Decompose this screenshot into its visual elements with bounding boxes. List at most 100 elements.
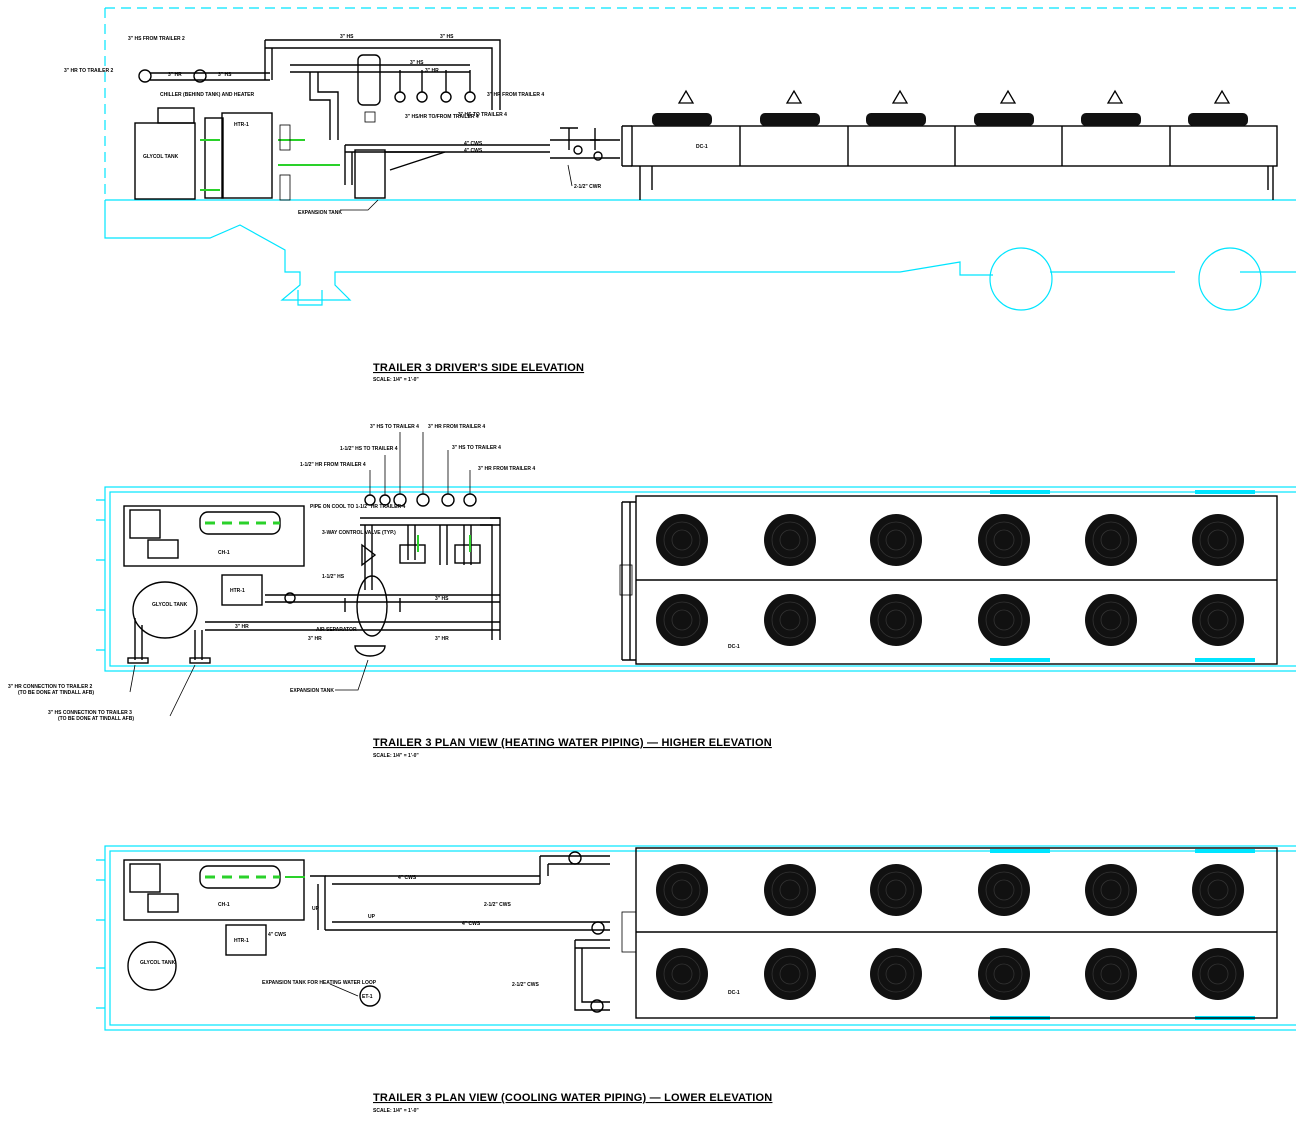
- svg-text:3" HS CONNECTION TO TRAILER 3: 3" HS CONNECTION TO TRAILER 3: [48, 710, 132, 716]
- elevation-scale: SCALE: 1/4" = 1'-0": [373, 377, 419, 383]
- svg-text:2-1/2" CWR: 2-1/2" CWR: [574, 184, 601, 190]
- fan-ring: [771, 955, 809, 993]
- expansion-tank: [354, 645, 386, 657]
- svg-text:2-1/2" CWS: 2-1/2" CWS: [512, 982, 539, 988]
- svg-text:3" HS: 3" HS: [410, 60, 424, 66]
- svg-text:(TO BE DONE AT TINDALL AFB): (TO BE DONE AT TINDALL AFB): [58, 716, 134, 722]
- fan-ring: [771, 521, 809, 559]
- fan-row-elevation: [652, 89, 1248, 126]
- svg-text:2-1/2" CWS: 2-1/2" CWS: [484, 902, 511, 908]
- svg-text:3" HS TO TRAILER 4: 3" HS TO TRAILER 4: [458, 112, 507, 118]
- fan-ring: [671, 963, 693, 985]
- elevation-view: GLYCOL TANK CHILLER (BEHIND TANK) AND HE…: [64, 7, 1296, 311]
- fan-ring: [985, 955, 1023, 993]
- fan-ring: [779, 963, 801, 985]
- svg-text:DC-1: DC-1: [728, 990, 740, 996]
- heater-htr-1: [221, 112, 273, 199]
- svg-text:EXPANSION TANK FOR HEATING WAT: EXPANSION TANK FOR HEATING WATER LOOP: [262, 980, 377, 986]
- svg-text:3" HS TO TRAILER 4: 3" HS TO TRAILER 4: [452, 445, 501, 451]
- fan-ring: [1092, 871, 1130, 909]
- isolation-valve: [138, 69, 152, 83]
- fan-ring: [993, 529, 1015, 551]
- elevation-title: TRAILER 3 DRIVER'S SIDE ELEVATION: [373, 362, 584, 374]
- svg-text:1-1/2" HR FROM TRAILER 4: 1-1/2" HR FROM TRAILER 4: [300, 462, 366, 468]
- fan-housing: [652, 113, 712, 126]
- svg-text:4" CWS: 4" CWS: [464, 141, 483, 147]
- fan-ring: [671, 529, 693, 551]
- heater-htr-1: [221, 574, 263, 606]
- expansion-tank-et-1: [359, 985, 381, 1007]
- fan-ring: [663, 521, 701, 559]
- fan-ring: [779, 609, 801, 631]
- dry-cooler-dc-1: DC-1: [621, 847, 1278, 1019]
- fan-airflow-arrow: [1106, 89, 1124, 104]
- fan-housing: [1188, 113, 1248, 126]
- fan-ring: [1092, 601, 1130, 639]
- dry-cooler-dc-1: DC-1: [619, 495, 1278, 665]
- fan-airflow-arrow: [999, 89, 1017, 104]
- svg-text:1-1/2" HS TO TRAILER 4: 1-1/2" HS TO TRAILER 4: [340, 446, 398, 452]
- svg-text:3" HS: 3" HS: [435, 596, 449, 602]
- fan-ring: [671, 609, 693, 631]
- fan-ring: [877, 601, 915, 639]
- svg-text:CH-1: CH-1: [218, 550, 230, 556]
- svg-text:HTR-1: HTR-1: [234, 938, 249, 944]
- svg-text:3" HR FROM TRAILER 4: 3" HR FROM TRAILER 4: [478, 466, 535, 472]
- fan-ring: [885, 529, 907, 551]
- fan-ring: [1100, 529, 1122, 551]
- fan-ring: [993, 963, 1015, 985]
- fan-airflow-arrow: [785, 89, 803, 104]
- fan-housing: [760, 113, 820, 126]
- fan-ring: [985, 521, 1023, 559]
- heater-htr-1: [225, 924, 267, 956]
- fan-ring: [1092, 955, 1130, 993]
- trailer-wheel: [1198, 247, 1262, 311]
- fan-grid-heating: [656, 514, 1244, 646]
- pipe-hr-to-trailer-2: [150, 72, 270, 81]
- svg-text:4" CWS: 4" CWS: [462, 921, 481, 927]
- fan-ring: [1207, 963, 1229, 985]
- plan-cooling-title: TRAILER 3 PLAN VIEW (COOLING WATER PIPIN…: [373, 1092, 772, 1104]
- fan-ring: [1100, 609, 1122, 631]
- fan-ring: [985, 871, 1023, 909]
- fan-ring: [885, 879, 907, 901]
- fan-ring: [1199, 955, 1237, 993]
- plan-heating-title: TRAILER 3 PLAN VIEW (HEATING WATER PIPIN…: [373, 737, 772, 749]
- fan-ring: [1199, 521, 1237, 559]
- svg-text:3" HS: 3" HS: [218, 72, 232, 78]
- chiller-ch-1: [123, 859, 305, 921]
- fan-ring: [993, 609, 1015, 631]
- svg-text:3" HS FROM TRAILER 2: 3" HS FROM TRAILER 2: [128, 36, 185, 42]
- svg-text:3" HR CONNECTION TO TRAILER 2: 3" HR CONNECTION TO TRAILER 2: [8, 684, 92, 690]
- fan-ring: [1207, 879, 1229, 901]
- svg-text:CH-1: CH-1: [218, 902, 230, 908]
- pipe-hs-top: [265, 39, 501, 110]
- svg-text:ET-1: ET-1: [362, 994, 373, 1000]
- svg-text:3" HR: 3" HR: [168, 72, 182, 78]
- plan-heating-scale: SCALE: 1/4" = 1'-0": [373, 753, 419, 759]
- plan-cooling-view: CH-1 HTR-1 GLYCOL TANK ET-1 EXPANSION TA…: [96, 845, 1296, 1031]
- fan-housing: [866, 113, 926, 126]
- fan-ring: [885, 609, 907, 631]
- svg-text:3" HR: 3" HR: [308, 636, 322, 642]
- svg-text:4" CWS: 4" CWS: [398, 875, 417, 881]
- fan-ring: [663, 601, 701, 639]
- svg-text:EXPANSION TANK: EXPANSION TANK: [298, 210, 342, 216]
- fan-housing: [974, 113, 1034, 126]
- svg-text:4" CWS: 4" CWS: [464, 148, 483, 154]
- svg-text:3" HR: 3" HR: [425, 68, 439, 74]
- valve-row: [394, 70, 476, 103]
- landing-gear: [297, 290, 323, 306]
- fan-ring: [1207, 529, 1229, 551]
- svg-text:UP: UP: [368, 914, 376, 920]
- svg-text:3" HR FROM TRAILER 4: 3" HR FROM TRAILER 4: [428, 424, 485, 430]
- trailer-chassis: [104, 200, 993, 301]
- fan-airflow-arrow: [891, 89, 909, 104]
- fan-ring: [779, 529, 801, 551]
- svg-text:3" HR FROM TRAILER 4: 3" HR FROM TRAILER 4: [487, 92, 544, 98]
- svg-text:3" HS: 3" HS: [340, 34, 354, 40]
- isolation-valve: [193, 69, 207, 83]
- fan-ring: [779, 879, 801, 901]
- svg-text:1-1/2" HS: 1-1/2" HS: [322, 574, 345, 580]
